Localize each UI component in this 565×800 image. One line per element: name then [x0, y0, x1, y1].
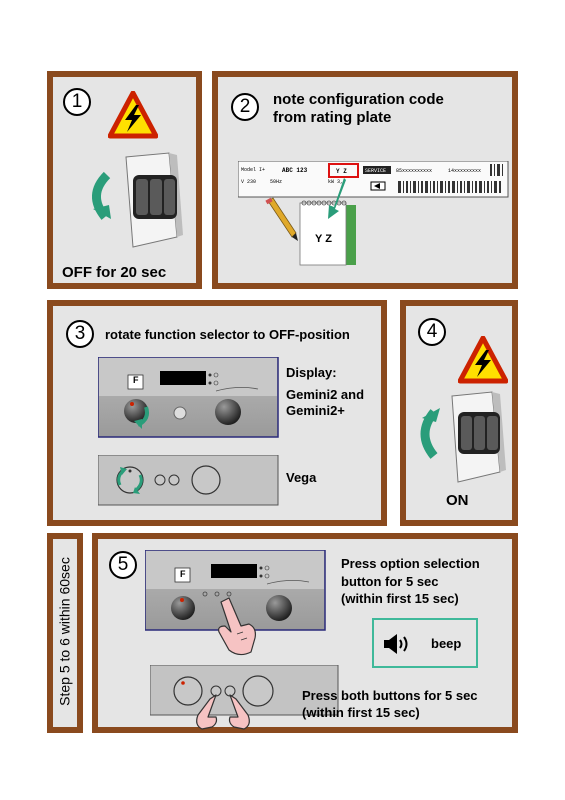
plate-model-label: Model I+ [241, 167, 265, 173]
high-voltage-warning-icon [458, 336, 508, 384]
step-1-panel: 1 OFF for 20 sec [47, 71, 202, 289]
panel-key-label: F [133, 375, 139, 385]
display-label: Display: [286, 365, 337, 380]
pointing-hand-icon [196, 694, 218, 730]
high-voltage-warning-icon [108, 91, 158, 139]
pointing-hand-icon [218, 597, 256, 656]
config-code-highlight [328, 163, 359, 178]
plate-voltage: V 230 [241, 179, 256, 185]
step-2-title-line1: note configuration code [273, 91, 444, 108]
plate-model-value: ABC 123 [282, 167, 308, 174]
pointing-hand-icon [228, 694, 250, 730]
model-gemini-line2: Gemini2+ [286, 403, 345, 418]
panel-key-label: F [180, 569, 186, 579]
step-3-panel: 3 rotate function selector to OFF-positi… [47, 300, 387, 526]
step-4-panel: 4 ON [400, 300, 518, 526]
step-4-caption: ON [446, 492, 469, 509]
model-vega-label: Vega [286, 470, 317, 485]
step-1-caption: OFF for 20 sec [62, 264, 167, 281]
pencil-icon [265, 197, 298, 241]
step-3-title: rotate function selector to OFF-position [105, 327, 350, 342]
step-number: 1 [63, 88, 91, 116]
note-config-code: Y Z [315, 233, 332, 245]
instruction-1-line3: (within first 15 sec) [341, 591, 459, 606]
rating-plate: Model I+ ABC 123 Y Z SERVICE 85xxxxxxxxx… [238, 161, 509, 266]
control-panel-vega [98, 455, 279, 506]
instruction-1-line2: button for 5 sec [341, 574, 439, 589]
notepad-icon [299, 200, 356, 266]
timing-side-panel: Step 5 to 6 within 60sec [47, 533, 83, 733]
control-panel-vega [150, 665, 339, 730]
step-number: 4 [418, 318, 446, 346]
arrow-icon [328, 178, 346, 219]
model-gemini-line1: Gemini2 and [286, 387, 365, 402]
control-panel-gemini [98, 357, 279, 438]
beep-box: beep [372, 618, 478, 668]
control-panel-gemini [145, 550, 326, 656]
step-number: 3 [66, 320, 94, 348]
step-number: 2 [231, 93, 259, 121]
step-2-panel: 2 note configuration code from rating pl… [212, 71, 518, 289]
step-5-panel: 5 F Press option selection butt [92, 533, 518, 733]
plate-frequency: 50Hz [270, 179, 282, 185]
plate-service-label: SERVICE [365, 168, 386, 174]
circuit-breaker-switch-icon [420, 391, 506, 483]
circuit-breaker-switch-icon [92, 152, 183, 248]
step-2-title-line2: from rating plate [273, 109, 392, 126]
plate-serial-2: 14xxxxxxxxx [448, 168, 481, 174]
instruction-1-line1: Press option selection [341, 556, 480, 571]
beep-label: beep [431, 636, 462, 651]
plate-config-code: Y Z [336, 168, 347, 175]
timing-side-label: Step 5 to 6 within 60sec [56, 557, 73, 706]
plate-serial-1: 85xxxxxxxxxx [396, 168, 432, 174]
plate-power: kW 3,7 [328, 179, 346, 185]
instruction-2-line1: Press both buttons for 5 sec [302, 688, 478, 703]
speaker-icon [384, 634, 408, 654]
instruction-2-line2: (within first 15 sec) [302, 705, 420, 720]
step-number: 5 [109, 551, 137, 579]
